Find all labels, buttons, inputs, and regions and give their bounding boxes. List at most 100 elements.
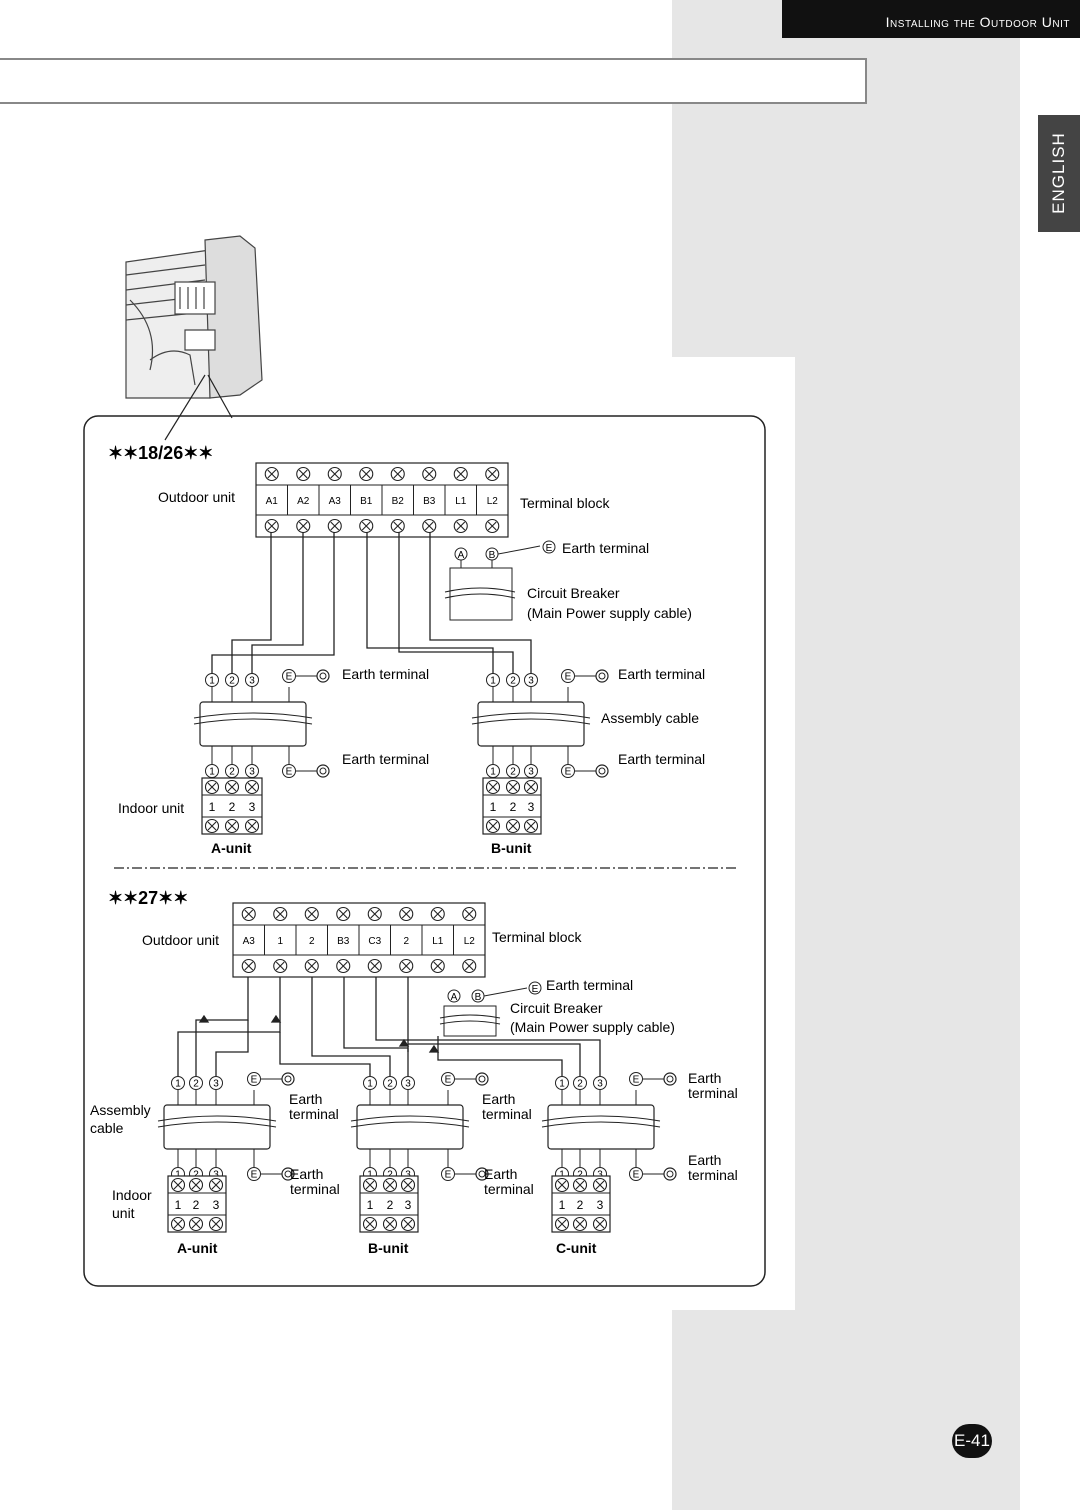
breaker-a-label: A <box>458 550 465 561</box>
a-unit-1-top-e: E <box>286 672 293 683</box>
earth-terminal-b-bottom: Earth terminal <box>618 751 705 767</box>
c-unit-2-top-e-circle <box>629 1072 643 1086</box>
b-unit-2-top-num-circle <box>363 1076 377 1090</box>
b-unit-2-indoor-number: 3 <box>405 1198 412 1212</box>
side-panel-lower <box>672 1310 1020 1510</box>
terminal-c-top: terminal <box>688 1085 738 1101</box>
assembly-label: Assembly <box>90 1102 151 1118</box>
tb1-screw-top <box>390 466 405 482</box>
tb2-screw-bottom <box>430 958 445 974</box>
tb2-terminal-label: 2 <box>309 936 315 947</box>
tb2-screw-top <box>430 906 445 922</box>
earth-e-mark-2: E <box>532 984 539 995</box>
a-unit-2-top-num-circle <box>189 1076 203 1090</box>
a-unit-1-indoor-screw-top <box>204 779 220 795</box>
tb2-screw-top <box>399 906 414 922</box>
c-unit-2-bottom-num: 1 <box>559 1170 565 1181</box>
tb1-screw-bottom <box>359 518 374 534</box>
b-unit-1-indoor-number: 2 <box>510 800 517 814</box>
c-unit-2-indoor-screw-bottom <box>554 1216 570 1232</box>
wires-1 <box>211 532 532 674</box>
tb1-screw-bottom <box>422 518 437 534</box>
b-unit-1-earth-ring-top <box>595 669 609 683</box>
earth-terminal-a-top: Earth terminal <box>342 666 429 682</box>
b-unit-1-cable-wave <box>471 712 591 725</box>
c-unit-2-bottom-num: 2 <box>577 1170 583 1181</box>
c-unit-2-earth-ring-top <box>663 1072 677 1086</box>
c-unit-2-indoor-number: 3 <box>597 1198 604 1212</box>
terminal-block-label-2: Terminal block <box>492 929 582 945</box>
tb2-screw-top <box>336 906 351 922</box>
c-unit-2-bottom-e-circle <box>629 1167 643 1181</box>
a-unit-1-indoor-number: 3 <box>249 800 256 814</box>
tb2-terminal-label: L2 <box>464 936 476 947</box>
b-unit-2-indoor-screw-bottom <box>382 1216 398 1232</box>
tb1-screw-bottom <box>327 518 342 534</box>
tb2-screw-bottom <box>462 958 477 974</box>
a-unit-2-bottom-e-circle <box>247 1167 261 1181</box>
b-unit-1-earth-ring-bottom <box>595 764 609 778</box>
outdoor-unit-label: Outdoor unit <box>158 489 235 505</box>
b-unit-1-top-e-circle <box>561 669 575 683</box>
terminal-b-top: terminal <box>482 1106 532 1122</box>
a-unit-1-top-num: 2 <box>229 676 235 687</box>
b-unit-2-bottom-num: 3 <box>405 1170 411 1181</box>
a-unit-1-bottom-e: E <box>286 767 293 778</box>
b-unit-1-bottom-num: 1 <box>490 767 496 778</box>
tb1-screw-top <box>296 466 311 482</box>
tb2-terminal-label: 1 <box>277 936 283 947</box>
b-unit-2-bottom-num: 1 <box>367 1170 373 1181</box>
tb2-screw-bottom <box>336 958 351 974</box>
c-unit-label-2: C-unit <box>556 1240 597 1256</box>
section-header: Installing the Outdoor Unit <box>782 0 1080 38</box>
section-title: Installing the Outdoor Unit <box>885 14 1070 30</box>
a-unit-1-bottom-num: 2 <box>229 767 235 778</box>
earth-terminal-a-bottom: Earth terminal <box>342 751 429 767</box>
tb1-terminal-label: B1 <box>360 496 373 507</box>
a-unit-1-indoor-screw-bottom <box>224 818 240 834</box>
tb1-screw-top <box>359 466 374 482</box>
c-unit-2-top-num-circle <box>593 1076 607 1090</box>
outdoor-unit-label-2: Outdoor unit <box>142 932 219 948</box>
b-unit-1-bottom-num: 3 <box>528 767 534 778</box>
terminal-a-top: terminal <box>289 1106 339 1122</box>
tb2-terminal-label: A3 <box>243 936 256 947</box>
b-unit-2-indoor-screw-bottom <box>362 1216 378 1232</box>
a-unit-2-top-num-circle <box>171 1076 185 1090</box>
earth-terminal-label: Earth terminal <box>562 540 649 556</box>
b-unit-2-indoor-number: 1 <box>367 1198 374 1212</box>
a-unit-2-earth-ring-top <box>281 1072 295 1086</box>
a-unit-1-indoor-screw-top <box>224 779 240 795</box>
b-unit-1-top-num-circle <box>486 673 500 687</box>
a-unit-1-top-num: 3 <box>249 676 255 687</box>
circuit-breaker-label-2: Circuit Breaker <box>510 1000 603 1016</box>
a-unit-2-top-num-circle <box>209 1076 223 1090</box>
a-unit-1-top-num-circle <box>245 673 259 687</box>
b-unit-1-bottom-num: 2 <box>510 767 516 778</box>
b-unit-2-cable-body <box>356 1104 464 1150</box>
a-unit-2-top-e-circle <box>247 1072 261 1086</box>
a-unit-1-top-num-circle <box>225 673 239 687</box>
tb2-terminal-label: B3 <box>337 936 350 947</box>
a-unit-2-indoor-screw-bottom <box>208 1216 224 1232</box>
a-unit-1-indoor-screw-bottom <box>204 818 220 834</box>
b-unit-2-top-num: 1 <box>367 1079 373 1090</box>
tb1-terminal-label: L1 <box>455 496 467 507</box>
a-unit-2-bottom-e: E <box>251 1170 258 1181</box>
breaker-2: A B E <box>439 981 542 1037</box>
language-tab[interactable]: ENGLISH <box>1038 115 1080 232</box>
b-unit-1-indoor-screw-bottom <box>485 818 501 834</box>
a-unit-2-indoor-number: 3 <box>213 1198 220 1212</box>
tb1-screw-top <box>327 466 342 482</box>
a-unit-2-bottom-num: 1 <box>175 1170 181 1181</box>
a-unit-1-indoor-screw-top <box>244 779 260 795</box>
c-unit-2-indoor-number: 1 <box>559 1198 566 1212</box>
c-unit-2-indoor-screw-top <box>554 1177 570 1193</box>
a-unit-1-indoor-number: 1 <box>209 800 216 814</box>
c-unit-2-indoor-number: 2 <box>577 1198 584 1212</box>
main-power-label-2: (Main Power supply cable) <box>510 1019 675 1035</box>
cable-label: cable <box>90 1120 124 1136</box>
tb1-terminal-label: A2 <box>297 496 310 507</box>
